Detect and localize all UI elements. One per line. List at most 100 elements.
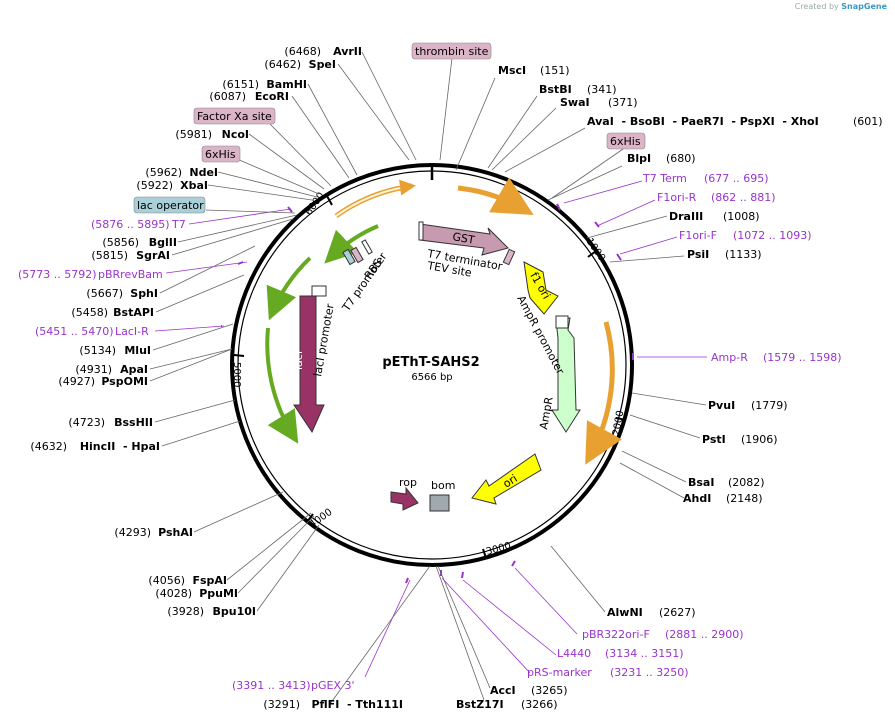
enzyme-sphi: SphI xyxy=(130,287,158,300)
enzyme-apai-pos: (4931) xyxy=(75,363,112,376)
tick-2000: 2000 xyxy=(611,410,626,437)
leader-lines-right xyxy=(435,77,707,701)
feature-lac-operator-box xyxy=(342,248,356,266)
enzyme-pvui: PvuI xyxy=(708,399,735,412)
enzyme-bsshii-pos: (4723) xyxy=(68,416,105,429)
primer-prs-marker-pos: (3231 .. 3250) xyxy=(610,666,689,679)
primer-pbrrevbam: pBRrevBam xyxy=(98,268,163,281)
enzyme-bglii-pos: (5856) xyxy=(102,236,139,249)
enzyme-ndei-pos: (5962) xyxy=(145,166,182,179)
enzyme-draiii: DraIII xyxy=(669,210,703,223)
enzyme-ecori: EcoRI xyxy=(255,90,289,103)
label-6xhis-right: 6xHis xyxy=(610,135,641,148)
enzyme-acci-pos: (3265) xyxy=(531,684,568,697)
label-lac-operator: lac operator xyxy=(137,199,204,212)
enzyme-bpu10i: Bpu10I xyxy=(213,605,257,618)
orf-arc-green-small xyxy=(324,224,379,264)
tick-5000: 5000 xyxy=(231,354,245,387)
enzyme-hincii-pos: (4632) xyxy=(30,440,67,453)
enzyme-labels-right: MscI (151) BstBI (341) SwaI (371) AvaI -… xyxy=(456,64,883,711)
feature-ori xyxy=(471,453,542,505)
leader-lines-left xyxy=(149,51,431,705)
enzyme-ncoi: NcoI xyxy=(222,128,249,141)
feature-bom xyxy=(429,494,450,512)
enzyme-bstbi-pos: (341) xyxy=(587,83,617,96)
feature-ampr xyxy=(551,317,581,433)
enzyme-fspai-pos: (4056) xyxy=(148,574,185,587)
enzyme-blpi-pos: (680) xyxy=(666,152,696,165)
enzyme-alwni-pos: (2627) xyxy=(659,606,696,619)
feature-label-gst: GST xyxy=(451,230,475,247)
enzyme-bamhi: BamHI xyxy=(266,78,307,91)
primer-leaders-left xyxy=(154,208,292,332)
enzyme-blpi: BlpI xyxy=(627,152,651,165)
primer-t7term: T7 Term xyxy=(642,172,687,185)
primer-pgex3-pos: (3391 .. 3413) xyxy=(232,679,311,692)
feature-label-rop: rop xyxy=(399,476,417,489)
enzyme-acci: AccI xyxy=(490,684,516,697)
enzyme-ppumi-pos: (4028) xyxy=(155,587,192,600)
primer-laci-r-pos: (5451 .. 5470) xyxy=(35,325,114,338)
enzyme-bsshii: BssHII xyxy=(114,416,153,429)
enzyme-bstapi-pos: (5458) xyxy=(71,306,108,319)
enzyme-pspomi: PspOMI xyxy=(101,375,148,388)
enzyme-psii-pos: (1133) xyxy=(725,248,762,261)
primer-markers xyxy=(221,203,634,584)
primer-l4440-pos: (3134 .. 3151) xyxy=(605,647,684,660)
orf-arc-green-mid xyxy=(266,256,312,321)
enzyme-spei: SpeI xyxy=(309,58,336,71)
primer-pbrrevbam-pos: (5773 .. 5792) xyxy=(18,268,97,281)
tick-label-2000: 2000 xyxy=(611,410,626,437)
enzyme-ppumi: PpuMI xyxy=(199,587,238,600)
primer-f1ori-r: F1ori-R xyxy=(657,191,697,204)
enzyme-psti-pos: (1906) xyxy=(741,433,778,446)
enzyme-sgrai: SgrAI xyxy=(136,249,170,262)
feature-f1-ori xyxy=(523,261,559,315)
enzyme-psti: PstI xyxy=(702,433,726,446)
enzyme-pshai-pos: (4293) xyxy=(114,526,151,539)
feature-label-laci: lacI xyxy=(292,351,305,370)
enzyme-bstz17i-pos: (3266) xyxy=(521,698,558,711)
enzyme-spei-pos: (6462) xyxy=(264,58,301,71)
label-6xhis-left: 6xHis xyxy=(205,148,236,161)
plasmid-length: 6566 bp xyxy=(411,372,452,383)
label-factor-xa-site: Factor Xa site xyxy=(197,110,272,123)
enzyme-alwni: AlwNI xyxy=(607,606,643,619)
enzyme-apai: ApaI xyxy=(120,363,148,376)
enzyme-mscI-pos: (151) xyxy=(540,64,570,77)
enzyme-bamhi-pos: (6151) xyxy=(222,78,259,91)
feature-rop xyxy=(390,486,419,511)
snapgene-credit: Created by SnapGene xyxy=(795,2,887,11)
site-leaders xyxy=(205,57,627,214)
enzyme-avrii: AvrII xyxy=(333,45,362,58)
enzyme-bpu10i-pos: (3928) xyxy=(167,605,204,618)
primer-pbr322ori-f-pos: (2881 .. 2900) xyxy=(665,628,744,641)
enzyme-pvui-pos: (1779) xyxy=(751,399,788,412)
enzyme-swai-pos: (371) xyxy=(608,96,638,109)
tick-1000: 1000 xyxy=(584,236,608,263)
enzyme-ecori-pos: (6087) xyxy=(209,90,246,103)
feature-label-bom: bom xyxy=(431,479,455,492)
enzyme-bstz17i: BstZ17I xyxy=(456,698,504,711)
credit-prefix: Created by xyxy=(794,2,839,11)
enzyme-labels-left: AvrII (6468) SpeI (6462) BamHI (6151) Ec… xyxy=(30,45,403,711)
primer-t7: T7 xyxy=(171,218,186,231)
feature-label-ampr: AmpR xyxy=(537,396,556,431)
feature-label-ori: ori xyxy=(501,472,520,491)
enzyme-ndei: NdeI xyxy=(189,166,218,179)
enzyme-pflfi-pos: (3291) xyxy=(263,698,300,711)
tick-label-1000: 1000 xyxy=(584,236,608,263)
plasmid-name: pEThT-SAHS2 xyxy=(382,355,479,370)
enzyme-sgrai-pos: (5815) xyxy=(91,249,128,262)
primer-amp-r: Amp-R xyxy=(711,351,748,364)
enzyme-xbai-pos: (5922) xyxy=(136,179,173,192)
enzyme-avai-group: AvaI - BsoBI - PaeR7I - PspXI - XhoI xyxy=(587,115,819,128)
feature-laci xyxy=(293,295,325,434)
credit-brand: SnapGene xyxy=(841,2,887,11)
enzyme-mlui: MluI xyxy=(124,344,151,357)
enzyme-ncoi-pos: (5981) xyxy=(175,128,212,141)
primer-f1ori-f-pos: (1072 .. 1093) xyxy=(733,229,812,242)
enzyme-bsai-pos: (2082) xyxy=(728,476,765,489)
enzyme-swai: SwaI xyxy=(560,96,590,109)
